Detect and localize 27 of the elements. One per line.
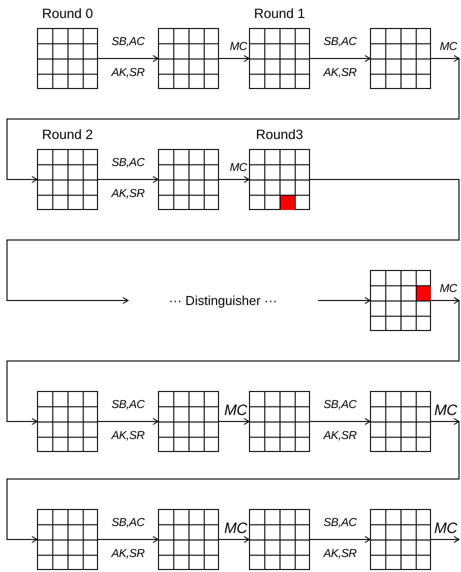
operation-label: AK,SR — [322, 430, 358, 442]
operation-label: AK,SR — [110, 430, 146, 442]
edge-label: SB,AC — [322, 36, 358, 48]
edge-label: SB,AC — [110, 518, 146, 529]
edge-label: MC — [440, 284, 457, 295]
operation-label: AK,SR — [110, 68, 146, 79]
edge-label: MC — [434, 520, 457, 536]
edge-label: MC — [224, 402, 247, 418]
round-heading: Round 0 — [42, 6, 94, 22]
edge-label: SB,AC — [110, 400, 146, 411]
edge-label: SB,AC — [110, 158, 146, 169]
edge-label: SB,AC — [322, 400, 358, 411]
edge-label: MC — [434, 402, 457, 418]
distinguisher-text: ··· Distinguisher ··· — [128, 289, 318, 312]
edge-label: MC — [230, 162, 247, 174]
round-heading: Round 1 — [254, 6, 306, 22]
edge-label: MC — [230, 42, 247, 53]
edge-label: MC — [224, 520, 247, 536]
edge-label: SB,AC — [110, 36, 146, 48]
round-heading: Round3 — [256, 127, 304, 143]
operation-label: AK,SR — [110, 548, 146, 560]
edge-label: SB,AC — [322, 518, 358, 529]
edge-label: MC — [440, 42, 457, 53]
operation-label: AK,SR — [110, 188, 146, 200]
operation-label: AK,SR — [322, 548, 358, 560]
round-heading: Round 2 — [42, 127, 94, 143]
operation-label: AK,SR — [322, 68, 358, 79]
